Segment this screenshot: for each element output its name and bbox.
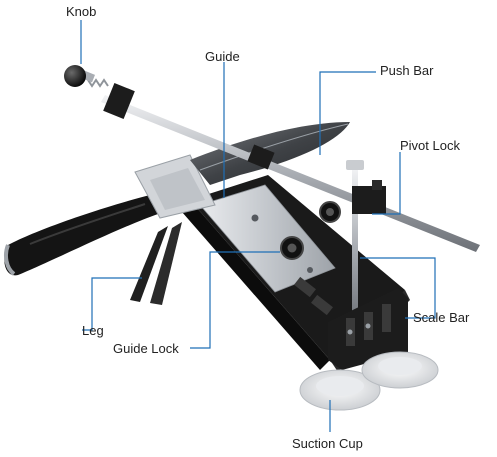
guide-plate <box>199 184 336 293</box>
leader-pivot-lock <box>372 152 401 215</box>
leader-scale-bar <box>360 257 436 319</box>
scale-bar <box>346 160 364 326</box>
label-knob: Knob <box>66 4 97 19</box>
leader-push-bar <box>319 71 376 155</box>
leader-leg <box>82 277 142 331</box>
label-leg: Leg <box>82 323 104 338</box>
knife-bolster <box>134 154 216 219</box>
label-guide: Guide <box>205 49 240 64</box>
label-push-bar: Push Bar <box>380 63 434 78</box>
label-pivot-lock: Pivot Lock <box>400 138 460 153</box>
leader-lines <box>80 20 436 432</box>
end-block <box>328 288 408 370</box>
base-slots <box>294 276 333 316</box>
knob <box>64 65 95 87</box>
suction-cups <box>299 351 439 411</box>
label-suction-cup: Suction Cup <box>292 436 363 451</box>
label-guide-lock: Guide Lock <box>113 341 179 356</box>
leader-guide-lock <box>190 251 280 349</box>
guide-lock-knob <box>280 236 304 260</box>
legs <box>130 222 182 305</box>
knife-handle <box>4 195 158 276</box>
pivot-lock <box>319 180 386 223</box>
label-scale-bar: Scale Bar <box>413 310 470 325</box>
